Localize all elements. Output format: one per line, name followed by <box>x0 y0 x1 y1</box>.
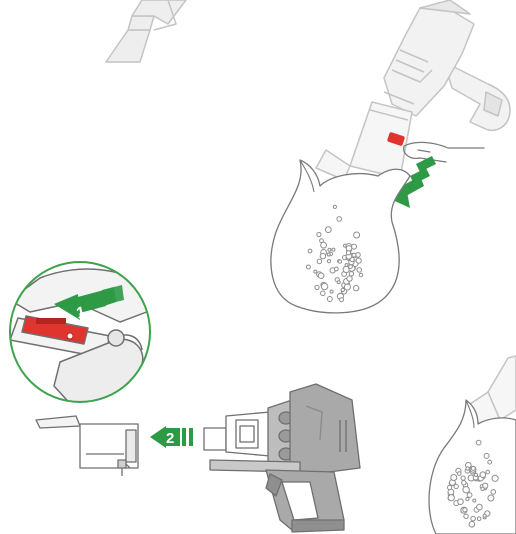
debris-dot <box>490 489 497 495</box>
debris-dot <box>320 282 329 291</box>
debris-dot <box>355 257 362 264</box>
debris-dot <box>346 275 353 282</box>
debris-dot <box>470 465 476 471</box>
debris-dot <box>353 231 361 239</box>
debris-dot <box>333 266 339 272</box>
debris-dot <box>465 466 470 471</box>
debris-dot <box>314 284 320 290</box>
debris-dot <box>320 290 326 297</box>
debris-dot <box>336 216 343 222</box>
debris-dot <box>466 492 473 498</box>
debris-dot <box>453 483 459 490</box>
debris-dot <box>327 247 332 252</box>
debris-dot <box>462 507 468 513</box>
debris-dot <box>447 494 455 502</box>
debris-dot <box>479 471 487 479</box>
debris-dot <box>482 482 489 489</box>
debris-dots <box>305 204 364 303</box>
debris-dot <box>461 480 467 486</box>
step-2-number: 2 <box>166 430 174 447</box>
debris-dot <box>305 264 311 270</box>
vacuum-wand-icon <box>105 0 187 63</box>
debris-dot <box>331 247 336 252</box>
debris-dot <box>324 226 332 234</box>
debris-dot <box>485 469 491 475</box>
debris-dot <box>482 513 487 518</box>
step-2-arrow-icon <box>150 426 193 448</box>
debris-dot <box>336 280 341 285</box>
debris-dot <box>473 472 479 477</box>
debris-dot <box>487 459 493 465</box>
debris-dot <box>329 289 334 294</box>
debris-dot <box>457 471 462 476</box>
debris-dots <box>447 439 499 528</box>
debris-dot <box>462 486 470 494</box>
debris-dot <box>319 252 327 260</box>
bin-release-latch-icon: 1 <box>9 261 151 403</box>
plastic-bag <box>270 159 411 314</box>
debris-dot <box>353 284 360 292</box>
debris-dot <box>332 204 337 209</box>
debris-dot <box>468 521 476 528</box>
debris-dot <box>340 287 345 293</box>
debris-dot <box>465 496 470 502</box>
debris-dot <box>326 296 333 302</box>
step-1-number: 1 <box>75 304 88 323</box>
debris-dot <box>358 272 364 278</box>
debris-dot <box>348 271 355 277</box>
debris-dot <box>313 269 318 274</box>
vacuum-emptying-into-bag-icon <box>270 0 511 314</box>
debris-dot <box>475 439 482 446</box>
vacuum-body-icon <box>203 383 361 533</box>
debris-dot <box>491 474 499 482</box>
debris-dot <box>345 250 352 256</box>
debris-dot <box>316 258 323 265</box>
bag-with-debris-icon <box>428 355 516 534</box>
debris-dot <box>463 513 469 519</box>
debris-dot <box>348 264 353 270</box>
debris-dot <box>356 267 363 273</box>
debris-dot <box>319 238 324 244</box>
step-1-arrow-icon <box>54 285 124 320</box>
debris-dot <box>316 231 322 238</box>
debris-dot <box>337 259 343 264</box>
debris-dot <box>460 475 466 481</box>
debris-dot <box>326 252 331 257</box>
debris-dot <box>470 515 476 522</box>
debris-dot <box>307 248 313 254</box>
debris-dot <box>317 272 325 280</box>
debris-dot <box>487 494 495 502</box>
debris-dot <box>472 498 477 503</box>
debris-dot <box>447 484 453 491</box>
debris-dot <box>339 297 344 303</box>
bin-removal-icon: 2 <box>35 415 193 476</box>
debris-dot <box>480 486 485 491</box>
debris-dot <box>450 474 458 481</box>
debris-dot <box>326 259 332 264</box>
debris-dot <box>476 516 482 522</box>
debris-dot <box>483 452 490 459</box>
debris-dot <box>320 241 328 249</box>
debris-dot <box>457 498 464 506</box>
debris-dot <box>343 283 351 291</box>
debris-dot <box>351 252 357 258</box>
debris-dot <box>476 503 483 511</box>
